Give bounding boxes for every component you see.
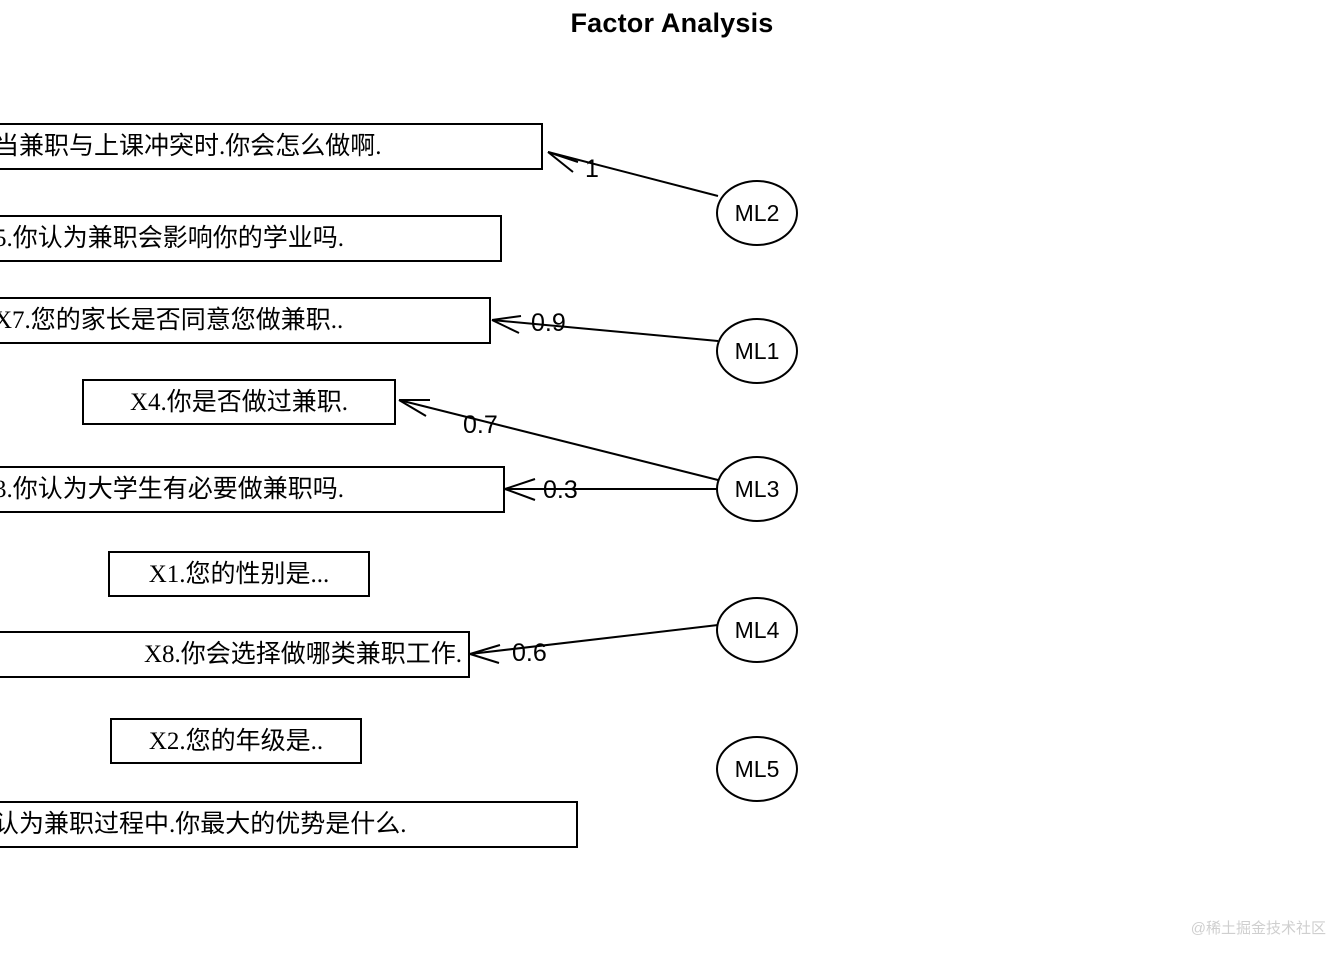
observed-variable-box[interactable]: X8.你会选择做哪类兼职工作. bbox=[0, 631, 470, 678]
edge-weight-label: 0.9 bbox=[531, 309, 566, 337]
observed-variable-box[interactable]: X2.您的年级是.. bbox=[110, 718, 362, 764]
observed-variable-label: 当兼职与上课冲突时.你会怎么做啊. bbox=[0, 133, 382, 160]
edge-weight-label: 0.3 bbox=[543, 476, 578, 504]
latent-factor-label: ML1 bbox=[734, 337, 780, 364]
edge-ml2-x6 bbox=[547, 151, 719, 197]
observed-variable-box[interactable]: 3.你认为大学生有必要做兼职吗. bbox=[0, 466, 505, 513]
edge-ml1-x7 bbox=[491, 315, 719, 342]
latent-factor-label: ML4 bbox=[734, 616, 780, 643]
latent-factor-ml4[interactable]: ML4 bbox=[716, 597, 798, 663]
observed-variable-label: X2.您的年级是.. bbox=[148, 727, 324, 755]
latent-factor-label: ML5 bbox=[734, 755, 780, 782]
edge-weight-label: 1 bbox=[585, 155, 599, 183]
observed-variable-label: 认为兼职过程中.你最大的优势是什么. bbox=[0, 811, 407, 838]
observed-variable-label: X1.您的性别是... bbox=[148, 560, 330, 588]
observed-variable-box[interactable]: X1.您的性别是... bbox=[108, 551, 370, 597]
latent-factor-ml3[interactable]: ML3 bbox=[716, 456, 798, 522]
latent-factor-ml1[interactable]: ML1 bbox=[716, 318, 798, 384]
observed-variable-label: 3.你认为大学生有必要做兼职吗. bbox=[0, 476, 345, 503]
latent-factor-ml2[interactable]: ML2 bbox=[716, 180, 798, 246]
observed-variable-label: X8.你会选择做哪类兼职工作. bbox=[143, 641, 462, 668]
observed-variable-label: X7.您的家长是否同意您做兼职.. bbox=[0, 307, 344, 334]
edge-ml3-x3 bbox=[504, 478, 718, 501]
observed-variable-box[interactable]: X7.您的家长是否同意您做兼职.. bbox=[0, 297, 491, 344]
observed-variable-box[interactable]: X4.你是否做过兼职. bbox=[82, 379, 396, 425]
observed-variable-box[interactable]: 5.你认为兼职会影响你的学业吗. bbox=[0, 215, 502, 262]
observed-variable-label: X4.你是否做过兼职. bbox=[129, 388, 349, 416]
watermark: @稀土掘金技术社区 bbox=[1190, 920, 1326, 937]
latent-factor-label: ML2 bbox=[734, 199, 780, 226]
observed-variable-label: 5.你认为兼职会影响你的学业吗. bbox=[0, 225, 345, 252]
edge-weight-label: 0.7 bbox=[463, 411, 498, 439]
edge-ml4-x8 bbox=[469, 624, 719, 664]
observed-variable-box[interactable]: 认为兼职过程中.你最大的优势是什么. bbox=[0, 801, 578, 848]
latent-factor-ml5[interactable]: ML5 bbox=[716, 736, 798, 802]
latent-factor-label: ML3 bbox=[734, 475, 780, 502]
observed-variable-box[interactable]: 当兼职与上课冲突时.你会怎么做啊. bbox=[0, 123, 543, 170]
page-title: Factor Analysis bbox=[570, 8, 774, 38]
edge-weight-label: 0.6 bbox=[512, 639, 547, 667]
